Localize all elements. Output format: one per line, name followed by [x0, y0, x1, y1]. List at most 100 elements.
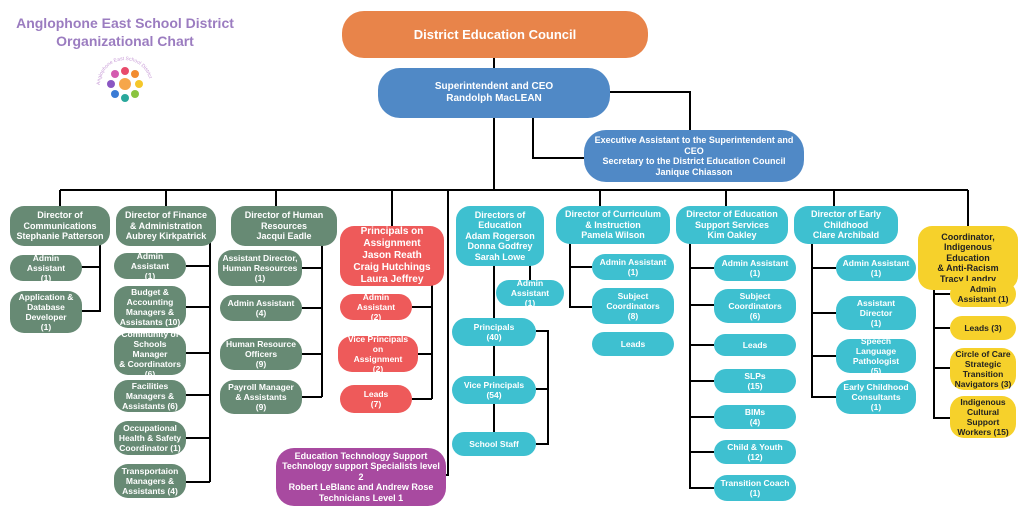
- hr-item4-line2: & Assistants: [235, 392, 287, 402]
- poa-item2-line3: (2): [372, 364, 384, 374]
- finance-item4-line2: Managers &: [125, 391, 175, 401]
- superintendent-ceo-box: Superintendent and CEO Randolph MacLEAN: [378, 68, 610, 118]
- communications-dev-line2: Database: [27, 302, 65, 312]
- communications-head-line1: Director of: [37, 210, 83, 221]
- early-item4-line2: Consultants: [851, 392, 901, 402]
- finance-item2-line3: Managers &: [125, 307, 175, 317]
- edtech-line4: Technicians Level 1: [318, 492, 404, 503]
- support-item7-line1: Transition Coach: [720, 478, 790, 488]
- curriculum-head-line1: Director of Curriculum: [564, 209, 661, 220]
- indigenous-item3-line2: Strategic: [964, 359, 1002, 369]
- director-early-childhood: Director of Early Childhood Clare Archib…: [794, 206, 898, 244]
- education-head-name2: Donna Godfrey: [467, 241, 533, 252]
- indigenous-circle-of-care: Circle of Care Strategic Transition Navi…: [950, 348, 1016, 390]
- director-human-resources: Director of Human Resources Jacqui Eadle: [231, 206, 337, 246]
- ceo-role: Superintendent and CEO: [434, 81, 554, 92]
- education-head-name3: Sarah Lowe: [474, 251, 526, 262]
- indigenous-item4-line4: Workers (15): [957, 427, 1009, 437]
- support-slps: SLPs (15): [714, 369, 796, 393]
- communications-dev-line1: Application &: [18, 292, 74, 302]
- early-head-line2: Childhood: [823, 219, 869, 230]
- support-item1-line2: (1): [749, 268, 761, 278]
- education-admin-assistant: Admin Assistant (1): [496, 278, 564, 308]
- curriculum-item2-line2: Coordinators: [606, 301, 660, 311]
- finance-community-schools: Community of Schools Manager & Coordinat…: [114, 329, 186, 379]
- early-item3-line1: Speech Language: [855, 336, 897, 356]
- support-admin-assistant: Admin Assistant (1): [714, 255, 796, 281]
- support-item1-line1: Admin Assistant: [721, 258, 789, 268]
- poa-head-line2: Assignment: [363, 238, 421, 249]
- hr-head-name: Jacqui Eadle: [256, 231, 312, 242]
- indigenous-leads: Leads (3): [950, 316, 1016, 340]
- finance-head-line2: & Administration: [129, 220, 203, 231]
- hr-item1-line1: Assistant Director,: [222, 253, 298, 263]
- finance-item6-line3: Assistants (4): [122, 486, 178, 496]
- director-finance: Director of Finance & Administration Aub…: [116, 206, 216, 246]
- indigenous-head-line2: Indigenous Education: [944, 242, 992, 263]
- curriculum-admin-assistant: Admin Assistant (1): [592, 254, 674, 280]
- education-head-line1: Directors of: [474, 209, 526, 220]
- support-item6-line1: Child & Youth: [727, 442, 783, 452]
- support-bims: BIMs (4): [714, 405, 796, 429]
- support-item7-line2: (1): [749, 488, 761, 498]
- education-head-name1: Adam Rogerson: [465, 230, 535, 241]
- council-label: District Education Council: [413, 27, 577, 42]
- finance-facilities: Facilities Managers & Assistants (6): [114, 380, 186, 412]
- indigenous-head-line3: & Anti-Racism: [937, 263, 999, 274]
- finance-item6-line1: Transportaion: [121, 466, 179, 476]
- support-item4-line2: (15): [747, 381, 763, 391]
- poa-head-line1: Principals on: [360, 226, 424, 237]
- indigenous-item3-line3: Transition: [962, 369, 1004, 379]
- early-item3-line3: (5): [870, 366, 882, 376]
- curriculum-head-name: Pamela Wilson: [581, 230, 645, 241]
- communications-app-developer: Application & Database Developer (1): [10, 291, 82, 333]
- hr-item1-line3: (1): [254, 273, 266, 283]
- curriculum-head-line2: & Instruction: [585, 219, 641, 230]
- communications-head-name: Stephanie Patterson: [16, 231, 104, 242]
- poa-vice-principals: Vice Principals on Assignment (2): [338, 334, 418, 374]
- director-support-services: Director of Education Support Services K…: [676, 206, 788, 244]
- support-leads: Leads: [714, 334, 796, 356]
- indigenous-item4-line3: Support: [966, 417, 1000, 427]
- indigenous-item3-line1: Circle of Care: [955, 349, 1011, 359]
- curriculum-leads: Leads: [592, 332, 674, 356]
- finance-item6-line2: Managers &: [125, 476, 175, 486]
- hr-item4-line1: Payroll Manager: [228, 382, 294, 392]
- indigenous-item3-line4: Navigators (3): [954, 379, 1012, 389]
- curriculum-item1-line2: (1): [627, 267, 639, 277]
- indigenous-cultural-support: Indigenous Cultural Support Workers (15): [950, 396, 1016, 438]
- edtech-line2: Technology support Specialists level 2: [282, 461, 440, 482]
- support-head-name: Kim Oakley: [707, 230, 757, 241]
- hr-assistant-director: Assistant Director, Human Resources (1): [218, 250, 302, 286]
- hr-admin-assistant: Admin Assistant (4): [220, 295, 302, 321]
- chart-title-line2: Organizational Chart: [56, 33, 194, 49]
- support-item2-line2: Coordinators: [728, 301, 782, 311]
- finance-item1-line2: (1): [144, 271, 156, 281]
- early-admin-assistant: Admin Assistant (1): [836, 255, 916, 281]
- finance-item3-line1: Community of: [121, 329, 179, 339]
- hr-item3-line3: (9): [255, 359, 267, 369]
- hr-item1-line2: Human Resources: [222, 263, 298, 273]
- indigenous-item4-line2: Cultural: [966, 407, 1000, 417]
- support-subject-coordinators: Subject Coordinators (6): [714, 289, 796, 323]
- early-item4-line3: (1): [870, 402, 882, 412]
- education-school-staff: School Staff: [452, 432, 536, 456]
- poa-item3-line2: (7): [370, 399, 382, 409]
- poa-admin-assistant: Admin Assistant (2): [340, 292, 412, 322]
- indigenous-head-line1: Coordinator,: [941, 231, 995, 242]
- exec-assistant-line1: Executive Assistant to the Superintenden…: [594, 135, 794, 156]
- communications-admin-line2: (1): [40, 273, 52, 283]
- director-communications: Director of Communications Stephanie Pat…: [10, 206, 110, 246]
- education-vice-principals: Vice Principals (54): [452, 376, 536, 404]
- coordinator-indigenous-education: Coordinator, Indigenous Education & Anti…: [918, 226, 1018, 290]
- hr-item3-line2: Officers: [244, 349, 278, 359]
- finance-item2-line2: Accounting: [126, 297, 174, 307]
- education-item3-line1: School Staff: [469, 439, 519, 449]
- early-item4-line1: Early Childhood: [843, 382, 909, 392]
- indigenous-item1-line1: Admin: [969, 284, 997, 294]
- education-item2-line2: (54): [486, 390, 502, 400]
- curriculum-item2-line3: (8): [627, 311, 639, 321]
- education-technology-support: Education Technology Support Technology …: [276, 448, 446, 506]
- finance-item2-line4: Assistants (10): [119, 317, 181, 327]
